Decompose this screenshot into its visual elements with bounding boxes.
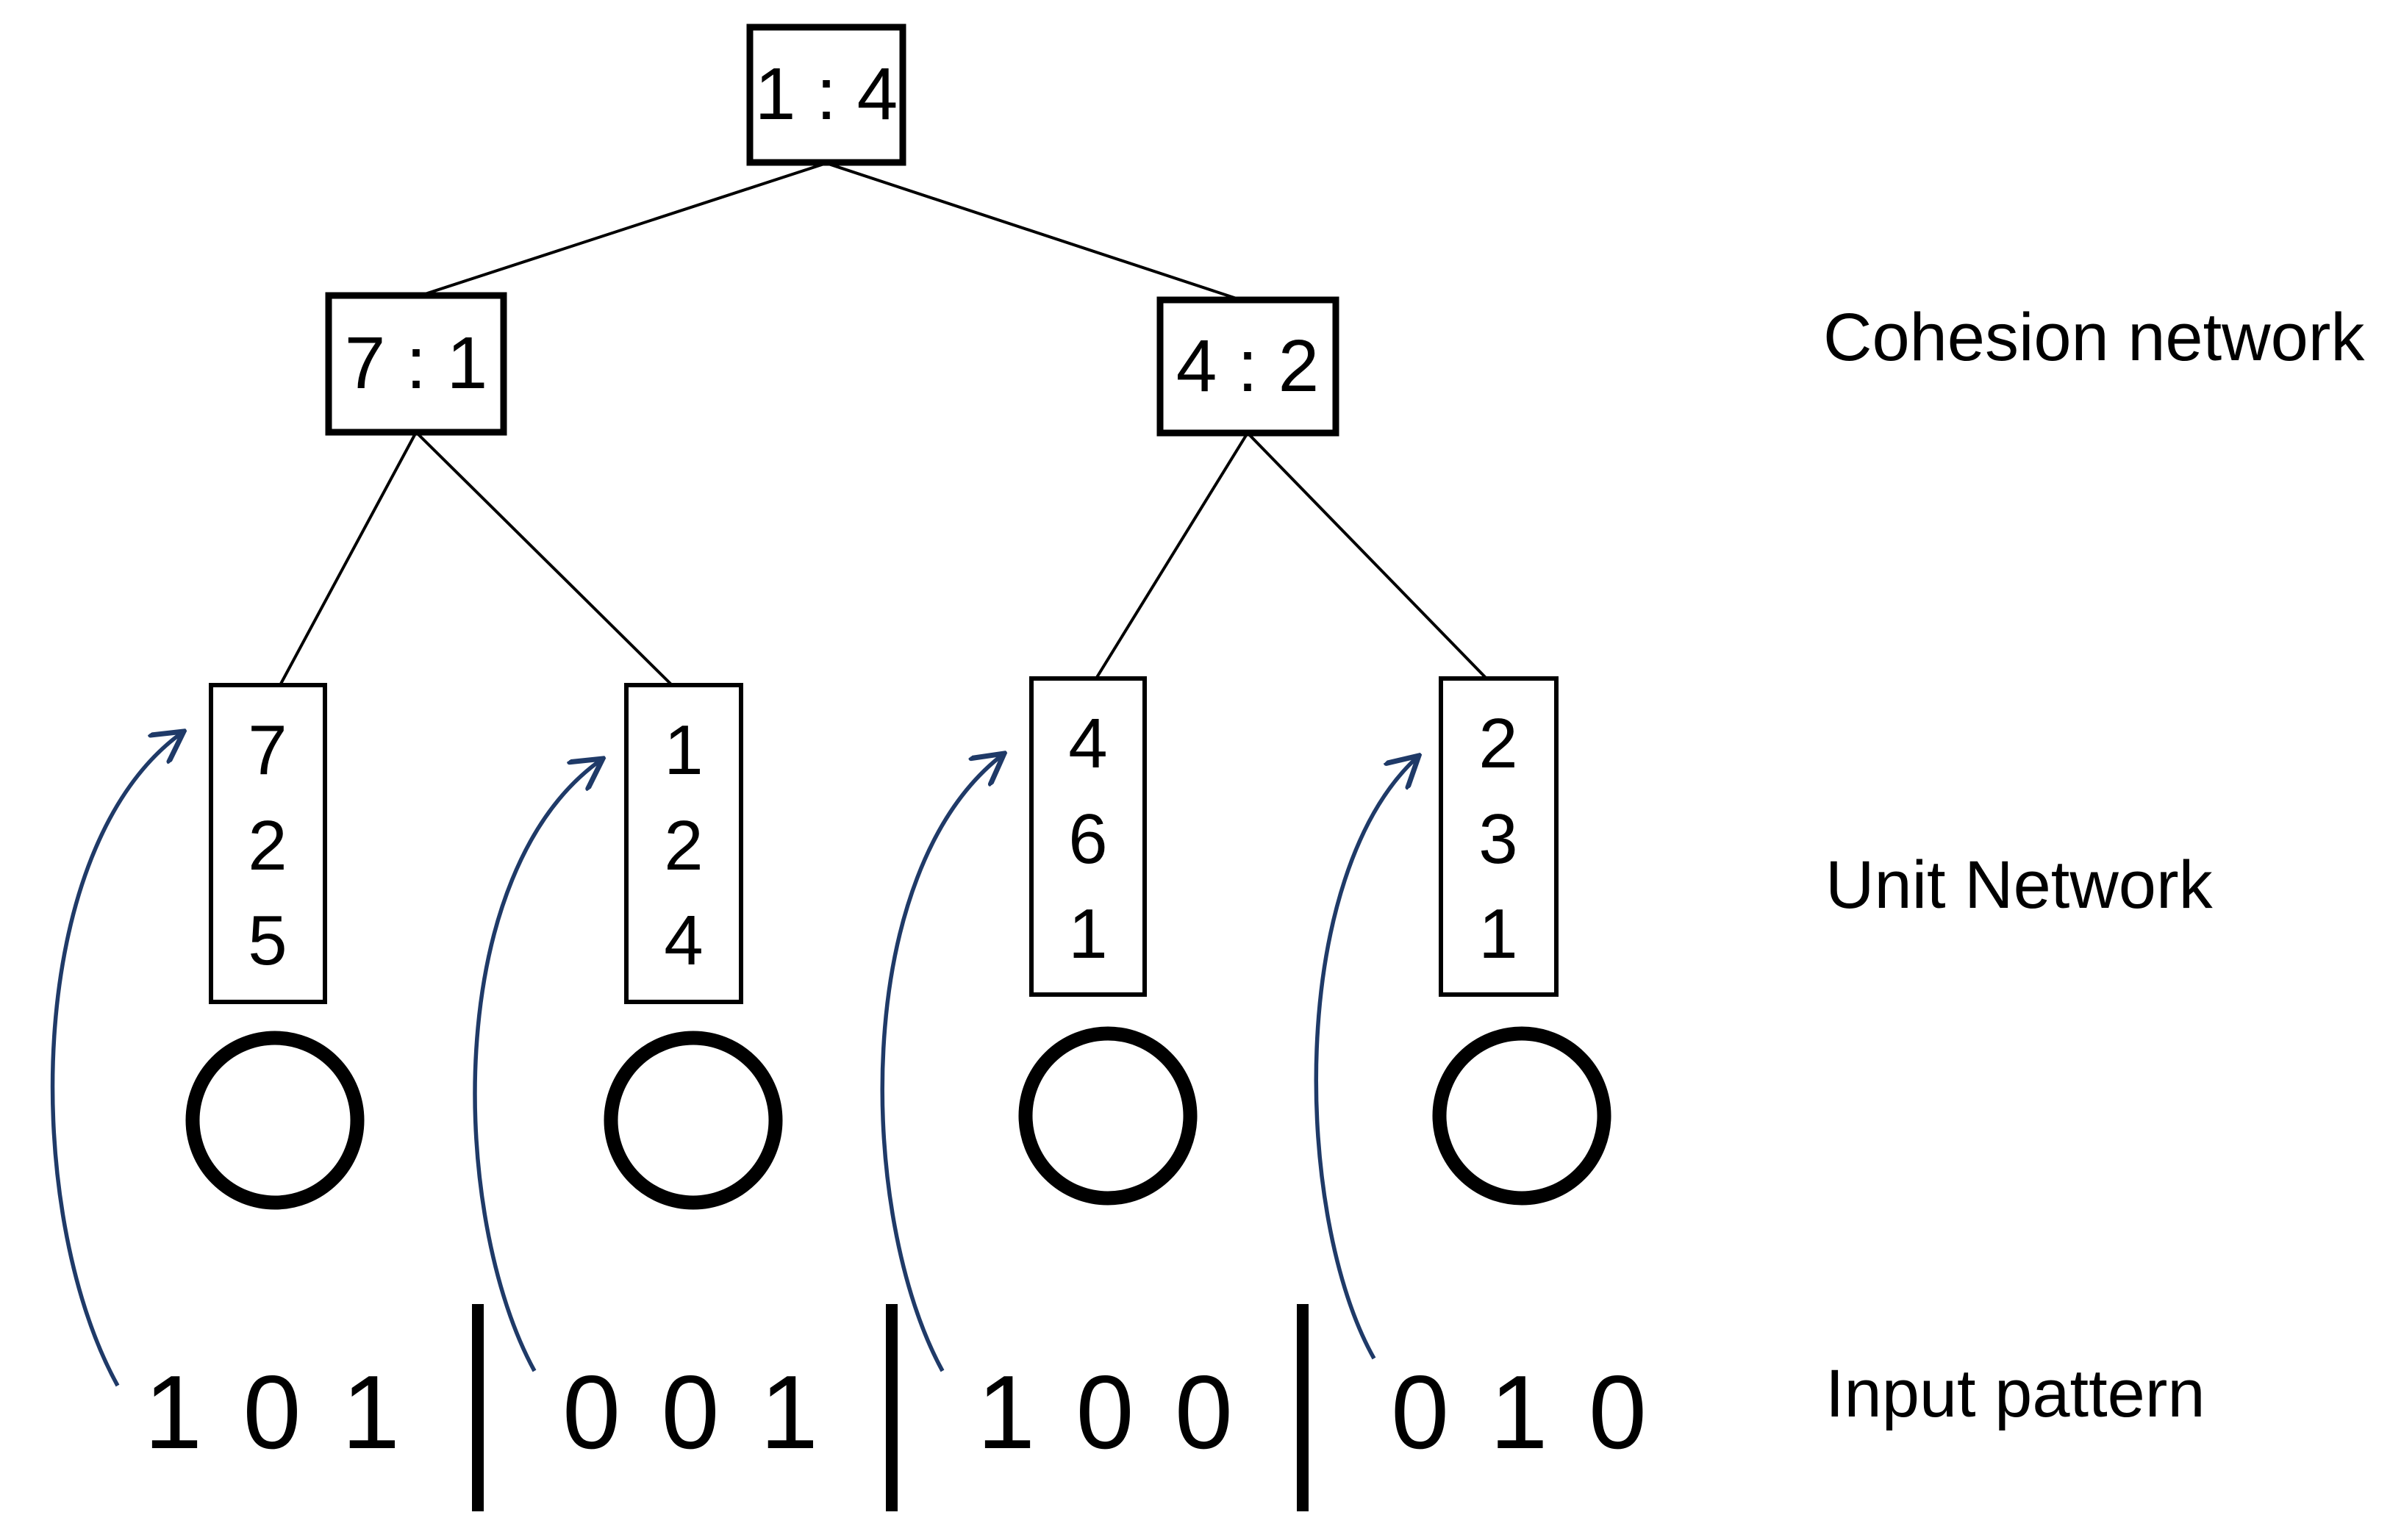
input-to-unit-arrow-2 — [473, 759, 603, 1372]
input-to-unit-arrow-3 — [880, 753, 1004, 1372]
unit-circle-2 — [604, 1031, 783, 1210]
tree-edge-root-right — [826, 162, 1242, 301]
unit-digit: 2 — [248, 806, 287, 885]
unit-digit: 2 — [664, 806, 703, 885]
unit-digit: 2 — [1478, 704, 1517, 783]
unit-box-rect — [624, 683, 743, 1004]
input-to-unit-arrow-4 — [1314, 756, 1419, 1360]
tree-edge-right-unit4 — [1246, 431, 1488, 680]
input-pattern-label: Input pattern — [1825, 1356, 2205, 1431]
unit-digit: 5 — [248, 901, 287, 980]
unit-circle-4 — [1432, 1026, 1611, 1206]
unit-digit: 1 — [1068, 895, 1107, 973]
unit-box-3: 4 6 1 — [1029, 676, 1147, 997]
unit-digit: 6 — [1068, 800, 1107, 878]
cohesion-root-label: 1 : 4 — [755, 53, 898, 135]
unit-box-4: 2 3 1 — [1439, 676, 1559, 997]
unit-digit: 4 — [664, 901, 703, 980]
unit-box-rect — [1439, 676, 1559, 997]
unit-box-rect — [209, 683, 327, 1004]
input-group-4: 0 1 0 — [1391, 1354, 1653, 1471]
cohesion-right-box — [1156, 296, 1339, 437]
cohesion-root-box — [746, 24, 906, 166]
tree-edge-left-unit1 — [279, 431, 418, 686]
unit-digit: 4 — [1068, 704, 1107, 783]
unit-network-label: Unit Network — [1825, 848, 2214, 923]
unit-box-rect — [1029, 676, 1147, 997]
unit-circle-3 — [1018, 1026, 1198, 1206]
unit-digit: 3 — [1478, 800, 1517, 878]
unit-digit: 1 — [664, 711, 703, 789]
unit-circle-1 — [185, 1031, 365, 1210]
tree-edge-right-unit3 — [1095, 431, 1249, 680]
cohesion-left-label: 7 : 1 — [345, 322, 488, 404]
unit-digit: 1 — [1478, 895, 1517, 973]
cohesion-left-box — [325, 292, 507, 436]
unit-digit: 7 — [248, 711, 287, 789]
cohesion-network-label: Cohesion network — [1823, 300, 2365, 375]
input-to-unit-arrow-1 — [50, 731, 184, 1387]
unit-box-1: 7 2 5 — [209, 683, 327, 1004]
unit-box-2: 1 2 4 — [624, 683, 743, 1004]
input-group-1: 1 0 1 — [144, 1354, 406, 1471]
tree-edge-root-left — [420, 162, 827, 297]
tree-edge-left-unit2 — [415, 431, 673, 687]
input-group-3: 1 0 0 — [977, 1354, 1239, 1471]
input-group-2: 0 0 1 — [562, 1354, 824, 1471]
cohesion-right-label: 4 : 2 — [1176, 325, 1320, 407]
